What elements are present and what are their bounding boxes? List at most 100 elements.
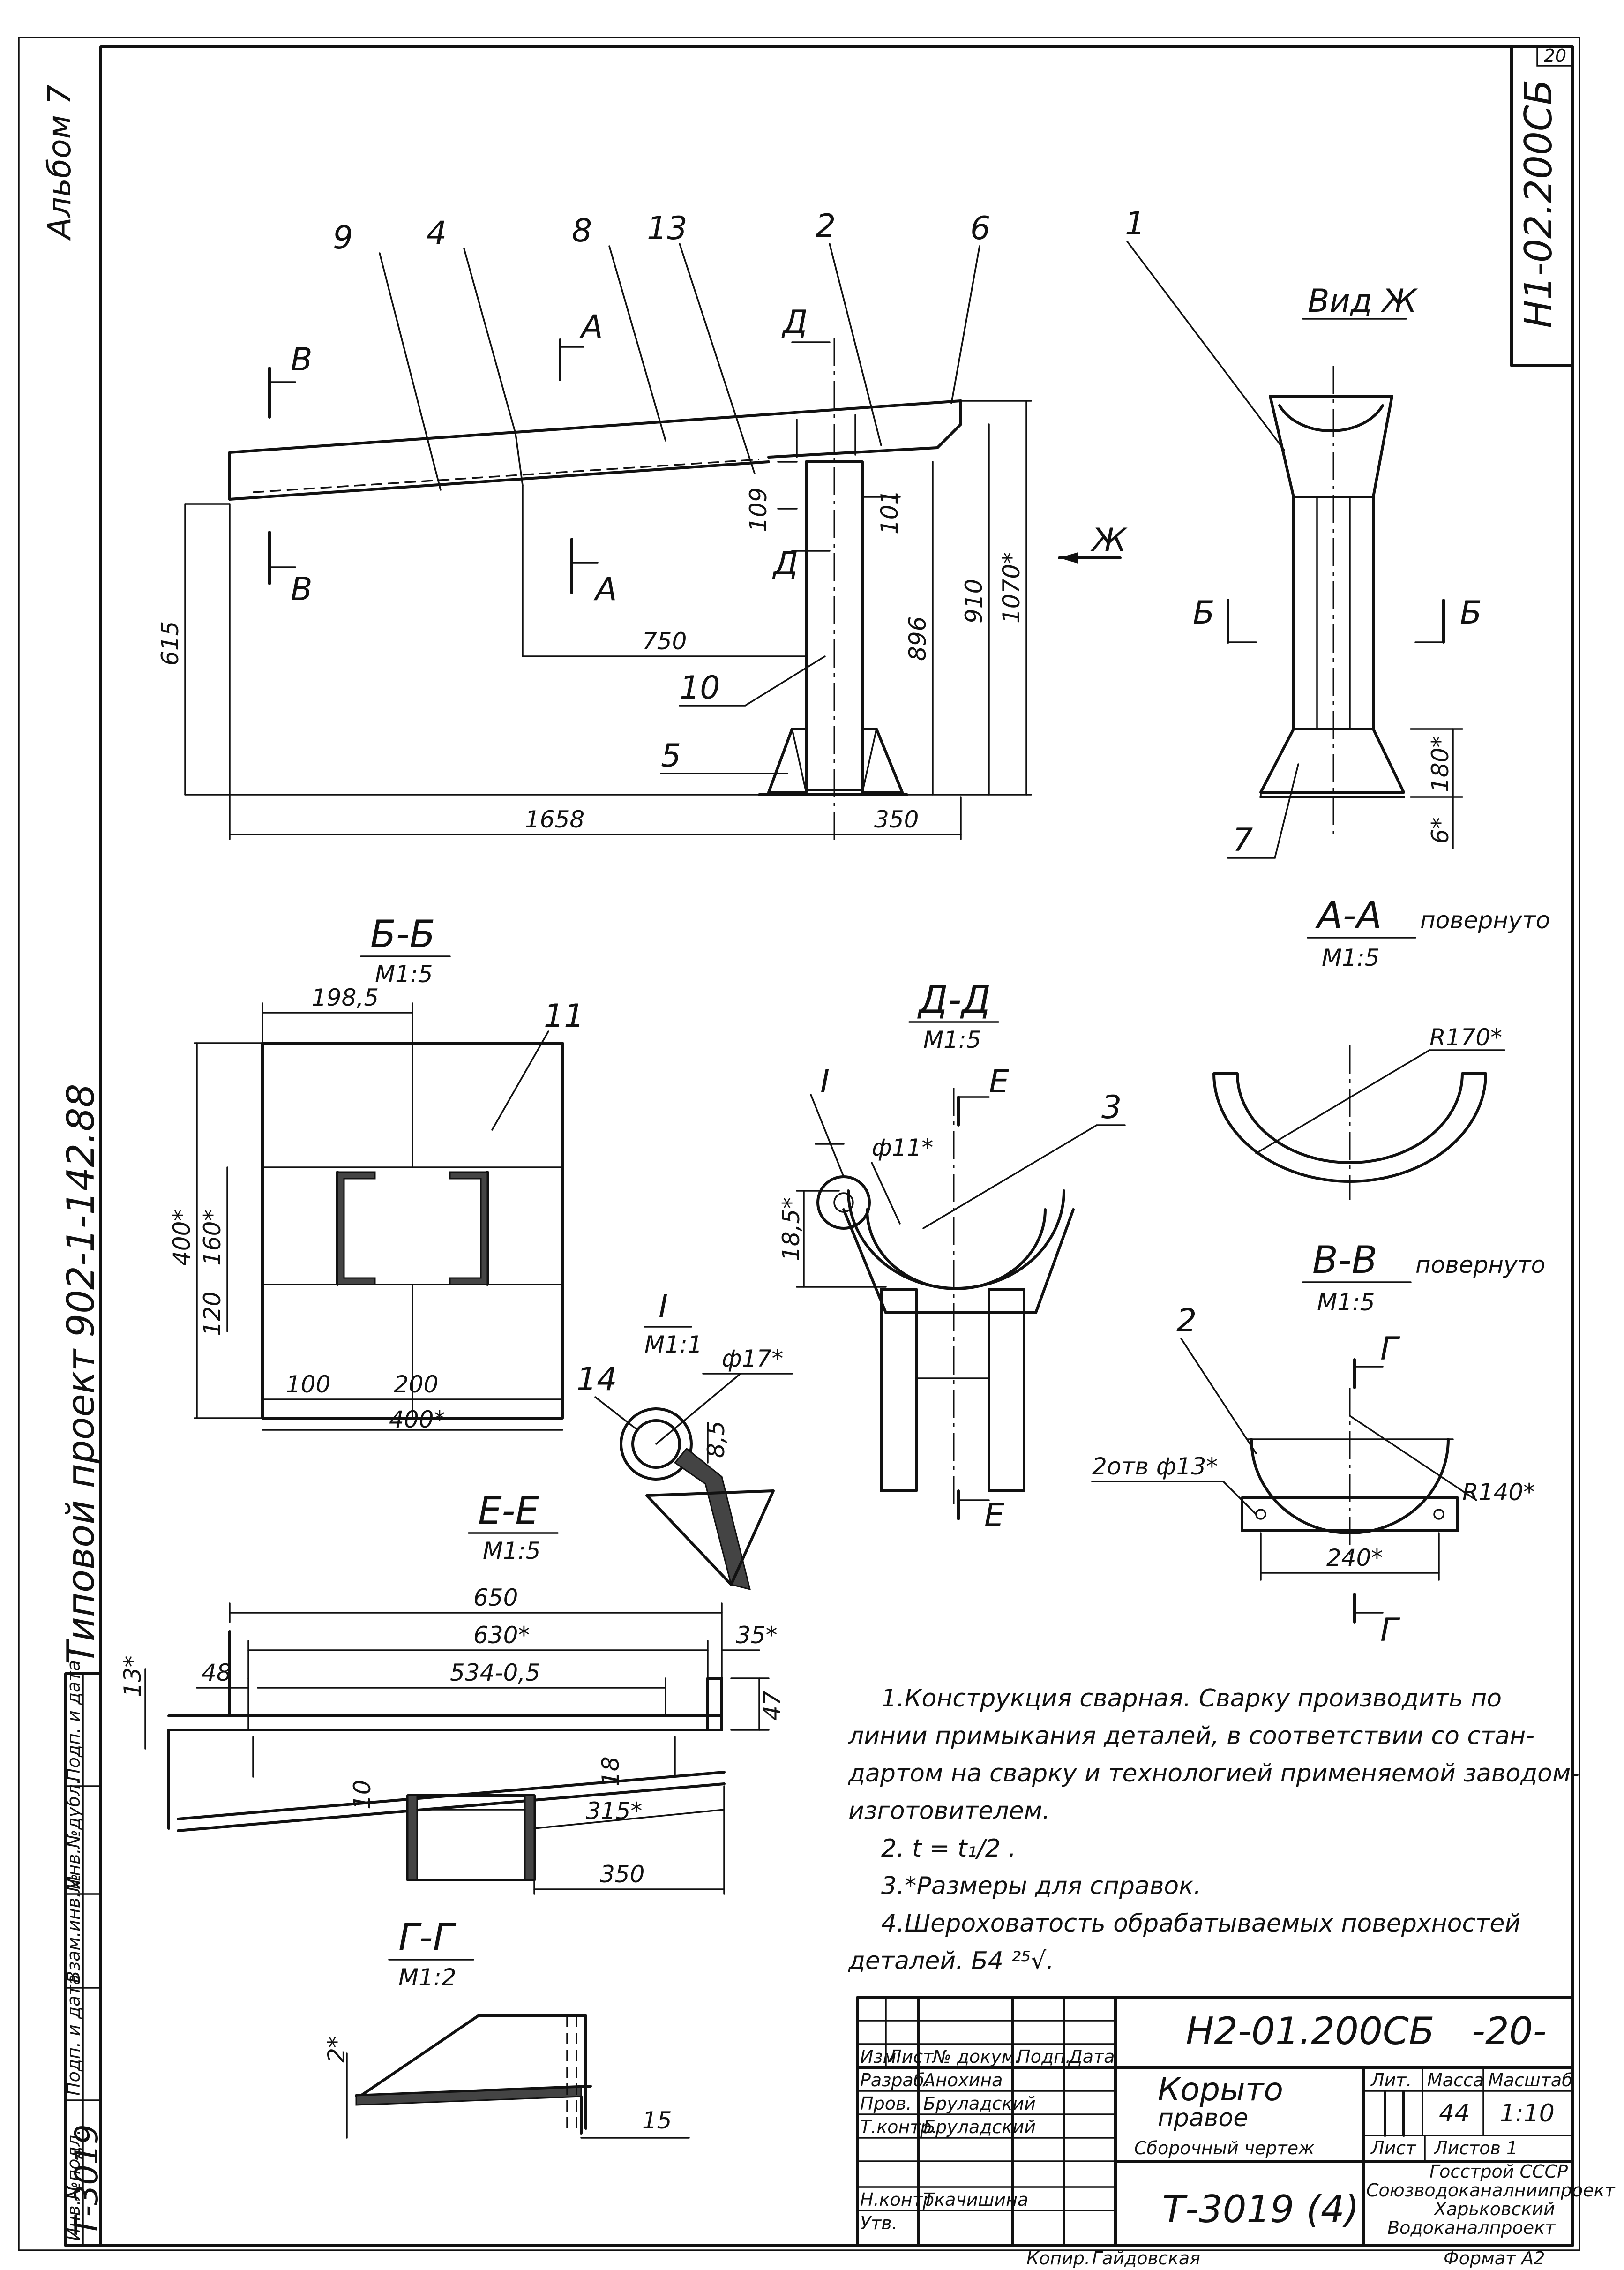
section-aa-scale: М1:5 <box>1322 944 1380 971</box>
title-block: Изм Лист № докум. Подп. Дата Разраб. Ано… <box>856 1996 1616 2269</box>
tb-person-2: Бруладский <box>923 2093 1036 2114</box>
tb-role-2: Пров. <box>860 2093 912 2114</box>
dim-100: 100 <box>286 1371 330 1398</box>
view-mark-zh: Ж <box>1090 522 1128 559</box>
section-aa-title: А-А <box>1315 894 1382 937</box>
section-vv-scale: М1:5 <box>1317 1289 1375 1316</box>
dim-2: 2* <box>323 2036 350 2063</box>
callout-8: 8 <box>572 212 592 249</box>
section-bb-title: Б-Б <box>370 912 435 956</box>
tb-person-4: Ткачишина <box>923 2189 1028 2210</box>
tb-head-date: Дата <box>1068 2046 1115 2067</box>
tb-org-4: Водоканалпроект <box>1387 2217 1556 2238</box>
note-2: 2. t = t₁/2 . <box>881 1834 1016 1863</box>
section-ee-title: Е-Е <box>478 1489 539 1533</box>
callout-2-vv: 2 <box>1176 1302 1197 1339</box>
section-mark-bb-right: Б <box>1460 594 1482 631</box>
note-3: 3.*Размеры для справок. <box>881 1872 1201 1900</box>
detail-i: I М1:1 ф17* 8,5 14 <box>576 1288 793 1591</box>
tb-head-izm: Изм <box>860 2046 896 2067</box>
dim-400-vertical: 400* <box>168 1210 195 1266</box>
inventory-number: Т-3019 <box>68 2124 105 2236</box>
dim-101: 101 <box>876 490 903 534</box>
dim-400-horizontal: 400* <box>389 1406 445 1433</box>
detail-i-scale: М1:1 <box>644 1331 703 1358</box>
section-mark-bb-left: Б <box>1193 594 1215 631</box>
tb-name-line-3: Сборочный чертеж <box>1134 2138 1314 2158</box>
tb-name-line-1: Корыто <box>1158 2071 1283 2108</box>
tb-role-5: Утв. <box>860 2213 898 2233</box>
tb-scale: 1:10 <box>1500 2099 1555 2127</box>
tb-col-mass: Масса <box>1427 2070 1484 2090</box>
section-gg-scale: М1:2 <box>398 1964 457 1991</box>
detail-mark-i: I <box>820 1063 830 1100</box>
tb-role-1: Разраб. <box>860 2070 930 2090</box>
callout-3: 3 <box>1101 1089 1122 1126</box>
section-vv: В-В повернуто М1:5 2 2отв ф13* R140* 240… <box>1091 1238 1545 1649</box>
dim-615: 615 <box>157 621 184 666</box>
dim-r140: R140* <box>1462 1479 1535 1506</box>
tb-list-label: Лист <box>1370 2138 1417 2158</box>
tb-name-line-2: правое <box>1158 2104 1248 2132</box>
dim-650: 650 <box>473 1584 518 1611</box>
dim-15: 15 <box>642 2107 672 2134</box>
dim-198: 198,5 <box>312 984 379 1011</box>
dim-48: 48 <box>202 1659 232 1686</box>
callout-10: 10 <box>680 669 720 707</box>
tb-copier: Гайдовская <box>1092 2248 1200 2269</box>
section-mark-b-top: В <box>291 341 313 378</box>
section-ee-scale: М1:5 <box>483 1537 541 1564</box>
dim-holes: 2отв ф13* <box>1092 1453 1218 1480</box>
dim-350-ee: 350 <box>600 1861 644 1888</box>
section-gg-title: Г-Г <box>398 1916 456 1959</box>
dim-910: 910 <box>960 579 988 624</box>
section-dd: Д-Д М1:5 I ф11* 18,5* 3 Е Е <box>778 978 1126 1534</box>
page-number: 20 <box>1544 45 1566 66</box>
left-strip-label-2: Подп. и дата <box>63 1974 84 2096</box>
dim-phi17: ф17* <box>722 1345 783 1372</box>
note-4b: деталей. Б4 ²⁵√. <box>848 1947 1054 1975</box>
section-dd-scale: М1:5 <box>923 1026 981 1053</box>
dim-13: 13* <box>119 1655 146 1697</box>
dim-r170: R170* <box>1429 1024 1502 1051</box>
callout-4: 4 <box>427 215 447 252</box>
dim-120: 120 <box>199 1292 226 1336</box>
dim-phi11: ф11* <box>872 1134 933 1161</box>
dim-85: 8,5 <box>703 1421 730 1458</box>
section-mark-d-bottom: Д <box>772 545 798 582</box>
section-vv-title: В-В <box>1312 1238 1377 1282</box>
section-dd-title: Д-Д <box>917 978 991 1022</box>
callout-13: 13 <box>647 210 688 247</box>
project-label: Типовой проект 902-1-142.88 <box>59 1084 103 1664</box>
section-mark-b-bottom: В <box>291 571 313 608</box>
tb-head-list: Лист <box>887 2046 934 2067</box>
dim-185: 18,5* <box>778 1197 805 1261</box>
sheet-border <box>18 37 1580 2251</box>
dim-160: 160* <box>199 1210 226 1266</box>
tb-org-1: Госстрой СССР <box>1429 2161 1568 2182</box>
main-view: 615 750 109 101 896 910 1070* 1658 350 9… <box>157 208 1128 844</box>
callout-5: 5 <box>661 737 681 774</box>
dim-35: 35* <box>736 1622 778 1649</box>
section-mark-g-top: Г <box>1380 1330 1400 1368</box>
dim-47: 47 <box>759 1691 786 1721</box>
dim-10: 10 <box>349 1780 376 1810</box>
dim-1658: 1658 <box>525 806 584 833</box>
dim-109: 109 <box>745 488 772 532</box>
dim-18: 18 <box>597 1756 624 1786</box>
dim-1070: 1070* <box>998 552 1025 624</box>
dim-896: 896 <box>904 616 931 661</box>
tb-person-1: Анохина <box>922 2070 1003 2090</box>
section-bb: Б-Б М1:5 400* 160* 120 198,5 100 200 400… <box>168 912 584 1433</box>
album-label: Альбом 7 <box>41 84 78 241</box>
dim-534: 534-0,5 <box>450 1659 540 1686</box>
drawing-frame <box>99 45 1574 2247</box>
dim-315: 315* <box>586 1797 642 1825</box>
tb-lists-label: Листов 1 <box>1433 2138 1518 2158</box>
callout-9: 9 <box>333 219 353 256</box>
tb-person-3: Бруладский <box>923 2117 1036 2137</box>
tb-sheet-number: -20- <box>1472 2009 1547 2053</box>
callout-14: 14 <box>576 1361 617 1398</box>
tb-role-3: Т.контр. <box>860 2117 937 2137</box>
callout-1: 1 <box>1125 205 1145 242</box>
